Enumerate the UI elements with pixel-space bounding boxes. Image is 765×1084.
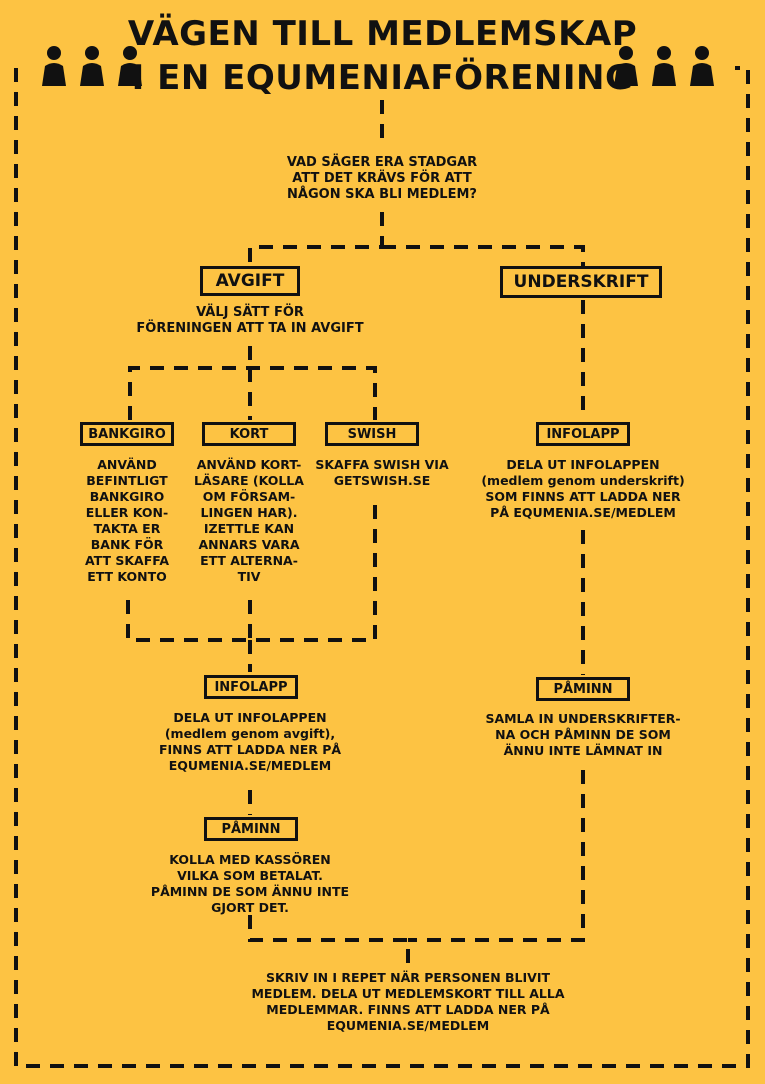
page-title-line2: I EN EQUMENIAFÖRENING [131,58,634,98]
outer-dashed-border [14,66,750,1068]
person-icon [614,46,638,86]
bankgiro-box: BANKGIRO [80,422,174,446]
person-icon-group-left [42,46,142,86]
avgift-infolapp-text: DELA UT INFOLAPPEN (medlem genom avgift)… [158,710,342,773]
person-icon [80,46,104,86]
underskrift-infolapp-text: DELA UT INFOLAPPEN (medlem genom undersk… [481,457,685,520]
connector-avgift-options [128,346,377,420]
connector-avgift-final [248,915,410,965]
avgift-paminn-text: KOLLA MED KASSÖREN VILKA SOM BETALAT. PÅ… [150,852,350,915]
person-icon [42,46,66,86]
start-question: VAD SÄGER ERA STADGAR ATT DET KRÄVS FÖR … [286,155,478,202]
connector-question-split [248,212,585,266]
avgift-instruction: VÄLJ SÄTT FÖR FÖRENINGEN ATT TA IN AVGIF… [136,305,364,336]
underskrift-infolapp-box: INFOLAPP [536,422,630,446]
underskrift-box: UNDERSKRIFT [500,266,662,298]
kort-text: ANVÄND KORT- LÄSARE (KOLLA OM FÖRSAM- LI… [194,457,304,584]
avgift-paminn-box: PÅMINN [204,817,298,841]
connector-underskrift-final [408,770,585,942]
kort-box: KORT [202,422,296,446]
avgift-box: AVGIFT [200,266,300,296]
swish-text: SKAFFA SWISH VIA GETSWISH.SE [315,457,449,488]
person-icon-group-right [614,46,714,86]
underskrift-paminn-box: PÅMINN [536,677,630,701]
final-step-text: SKRIV IN I REPET NÄR PERSONEN BLIVIT MED… [251,970,565,1033]
swish-box: SWISH [325,422,419,446]
person-icon [652,46,676,86]
person-icon [690,46,714,86]
person-icon [118,46,142,86]
avgift-infolapp-box: INFOLAPP [204,675,298,699]
bankgiro-text: ANVÄND BEFINTLIGT BANKGIRO ELLER KON- TA… [84,457,170,584]
page-title-line1: VÄGEN TILL MEDLEMSKAP [127,14,638,54]
connector-options-merge [126,500,377,672]
underskrift-paminn-text: SAMLA IN UNDERSKRIFTER- NA OCH PÅMINN DE… [485,711,681,758]
